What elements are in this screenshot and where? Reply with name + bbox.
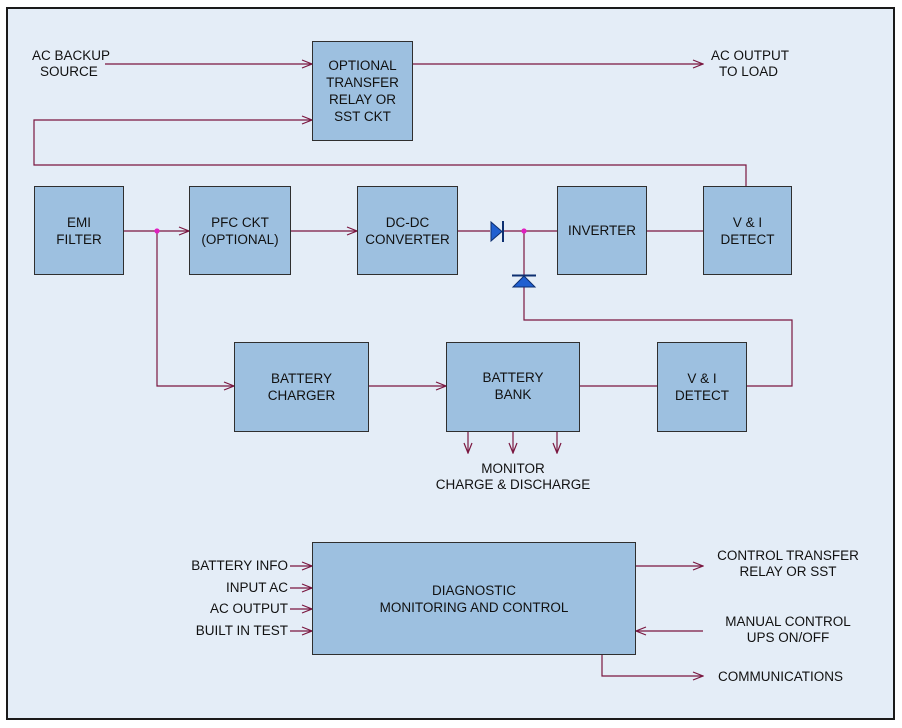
junction-dot-diode: [521, 228, 527, 234]
built-in-test-label: BUILT IN TEST: [195, 623, 288, 638]
battery-info-label: BATTERY INFO: [191, 558, 288, 573]
pfc-block: PFC CKT(OPTIONAL): [189, 186, 291, 275]
wire-feedback-to-relay: [33, 120, 747, 186]
communications-label: COMMUNICATIONS: [718, 669, 843, 684]
input-ac-label: INPUT AC: [225, 580, 288, 595]
wire-communications: [601, 655, 703, 676]
wire-diode2-to-vi-bottom: [523, 286, 793, 387]
diode-series-icon: [490, 220, 503, 243]
ac-output-label: AC OUTPUT: [209, 601, 288, 616]
diode-battery-icon: [511, 275, 537, 288]
junction-dot-emi: [154, 228, 160, 234]
wire-emi-to-charger: [156, 231, 234, 386]
inverter-block: INVERTER: [557, 186, 647, 275]
